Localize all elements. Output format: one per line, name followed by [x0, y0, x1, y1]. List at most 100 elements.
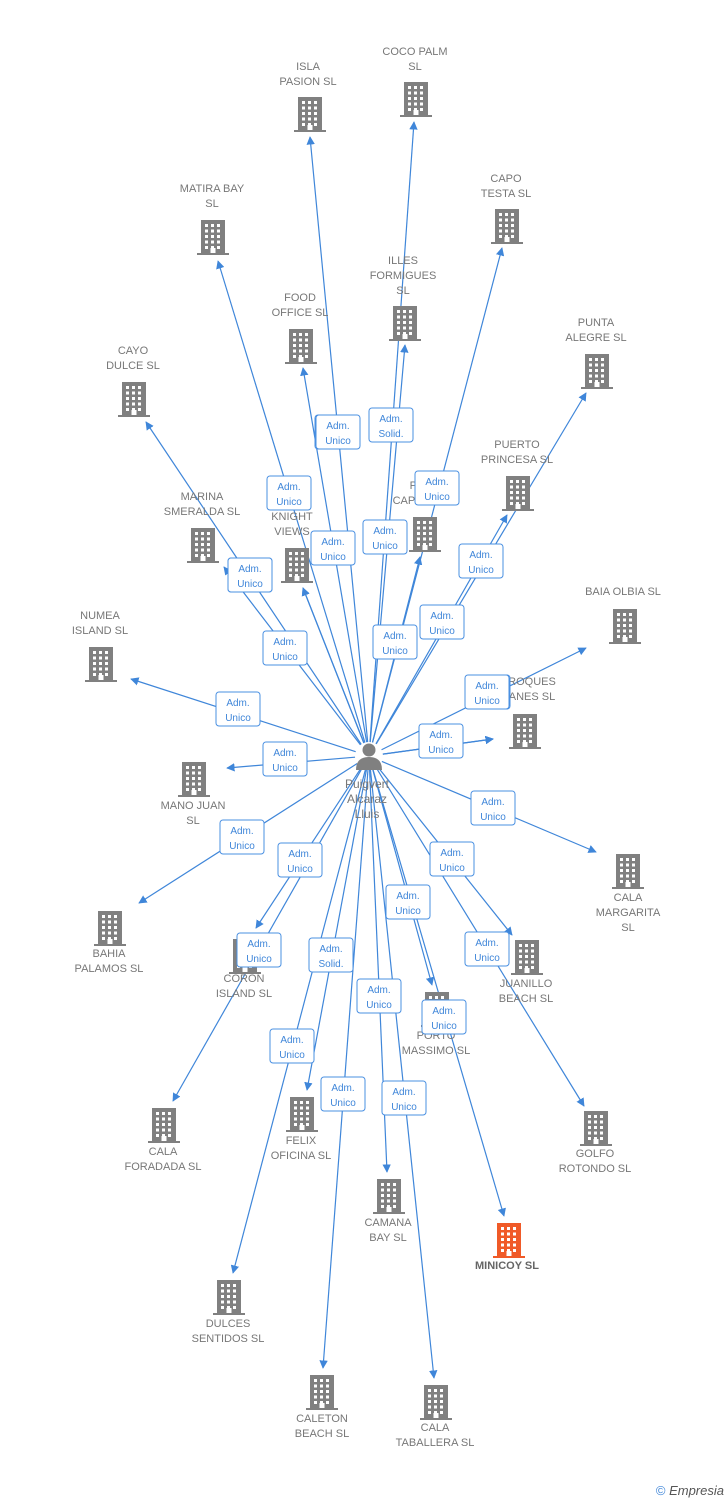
edge-label-caleton-beach[interactable]: Adm.Unico	[320, 1076, 366, 1112]
edge-label-text: Unico	[279, 1050, 305, 1061]
brand-logo-text: Empresia	[669, 1483, 724, 1498]
edge-label-text: Unico	[276, 497, 302, 508]
company-name: FELIX	[286, 1135, 317, 1147]
edge-label-illes-formigues[interactable]: Adm.Unico	[362, 519, 408, 555]
edge-label-punta-alegre[interactable]: Adm.Unico	[458, 543, 504, 579]
edge-label-matira-bay[interactable]: Adm.Unico	[266, 475, 312, 511]
edge-label-text: Unico	[366, 1000, 392, 1011]
edge-label-felix-oficina[interactable]: Adm.Solid.	[308, 937, 354, 973]
edge-label-marina-smeralda[interactable]: Adm.Unico	[227, 557, 273, 593]
company-name: MANO JUAN	[161, 800, 226, 812]
building-icon	[373, 1179, 405, 1214]
building-icon	[118, 382, 150, 417]
edge-label-coco-palm[interactable]: Adm.Solid.	[368, 407, 414, 443]
edge-label-bahia-palamos[interactable]: Adm.Unico	[219, 819, 265, 855]
person-name: Lluis	[355, 807, 380, 821]
edge-label-juanillo-beach[interactable]: Adm.Unico	[429, 841, 475, 877]
edge-label-text: Unico	[428, 745, 454, 756]
edge-label-playa-capital[interactable]: Adm.Unico	[372, 624, 418, 660]
building-icon	[609, 609, 641, 644]
edge-label-cala-forada[interactable]: Adm.Unico	[236, 932, 282, 968]
edge-label-text: Adm.	[430, 611, 453, 622]
edge-labels-layer: Adm.UnicoAdm.Solid.Adm.UnicoAdm.UnicoAdm…	[215, 407, 516, 1116]
edge-label-numea-island[interactable]: Adm.Unico	[215, 691, 261, 727]
edge-line-porto-massimo	[372, 769, 435, 986]
edge-label-knight-views[interactable]: Adm.Unico	[262, 630, 308, 666]
edge-label-puerto-princesa[interactable]: Adm.Unico	[419, 604, 465, 640]
edge-label-text: Adm.	[392, 1087, 415, 1098]
building-icon	[187, 528, 219, 563]
person-icon	[356, 743, 382, 770]
edge-label-text: Unico	[246, 954, 272, 965]
edge-label-text: Unico	[372, 541, 398, 552]
edge-label-text: Adm.	[321, 537, 344, 548]
edge-label-text: Adm.	[432, 1006, 455, 1017]
edge-label-text: Adm.	[273, 637, 296, 648]
edge-label-coron-island[interactable]: Adm.Unico	[277, 842, 323, 878]
edge-label-text: Adm.	[319, 944, 342, 955]
company-node-baia-olbia[interactable]: BAIA OLBIA SL	[585, 586, 661, 644]
edge-label-mano-juan[interactable]: Adm.Unico	[262, 741, 308, 777]
company-name: PALAMOS SL	[75, 963, 144, 975]
edge-label-text: Adm.	[367, 985, 390, 996]
edge-label-text: Unico	[225, 713, 251, 724]
company-name: CALETON	[296, 1413, 348, 1425]
edge-line-dulces-sentidos	[230, 769, 367, 1274]
company-name: OFFICE SL	[272, 307, 329, 319]
edge-label-text: Unico	[320, 552, 346, 563]
company-name: FORADADA SL	[124, 1161, 201, 1173]
edge-label-text: Unico	[382, 646, 408, 657]
edge-label-text: Unico	[229, 841, 255, 852]
company-node-felix-oficina[interactable]: FELIX OFICINA SL	[271, 1097, 332, 1162]
edge-label-camana-bay[interactable]: Adm. Unico	[356, 978, 402, 1014]
company-node-minicoy[interactable]: MINICOY SL	[475, 1223, 539, 1272]
company-name: OFICINA SL	[271, 1150, 332, 1162]
edge-label-cala-taballera[interactable]: Adm.Unico	[381, 1080, 427, 1116]
company-name: FORMIGUES	[370, 270, 437, 282]
edge-label-golfo-rotondo[interactable]: Adm.Unico	[464, 931, 510, 967]
edge-label-roques[interactable]: Adm.Unico	[418, 723, 464, 759]
building-icon	[148, 1108, 180, 1143]
building-icon	[197, 220, 229, 255]
edge-label-text: Adm.	[331, 1083, 354, 1094]
company-name: TABALLERA SL	[396, 1437, 475, 1449]
edge-label-roques[interactable]: Adm.Unico	[464, 674, 510, 710]
building-icon	[612, 854, 644, 889]
edge-label-capo-testa[interactable]: Adm.Unico	[414, 470, 460, 506]
edge-label-knight-views[interactable]: Adm. Unico	[310, 530, 356, 566]
edge-label-cala-margarita[interactable]: Adm.Unico	[470, 790, 516, 826]
edge-label-food-office[interactable]: Adm.Unico	[315, 414, 361, 450]
edge-label-dulces-sentidos[interactable]: Adm.Unico	[269, 1028, 315, 1064]
edge-label-text: Unico	[480, 812, 506, 823]
edge-label-text: Adm.	[396, 891, 419, 902]
edge-label-porto-massimo[interactable]: Adm.Unico	[385, 884, 431, 920]
edge-label-text: Adm.	[469, 550, 492, 561]
edge-label-minicoy[interactable]: Adm.Unico	[421, 999, 467, 1035]
company-name: CAMANA	[364, 1217, 412, 1229]
